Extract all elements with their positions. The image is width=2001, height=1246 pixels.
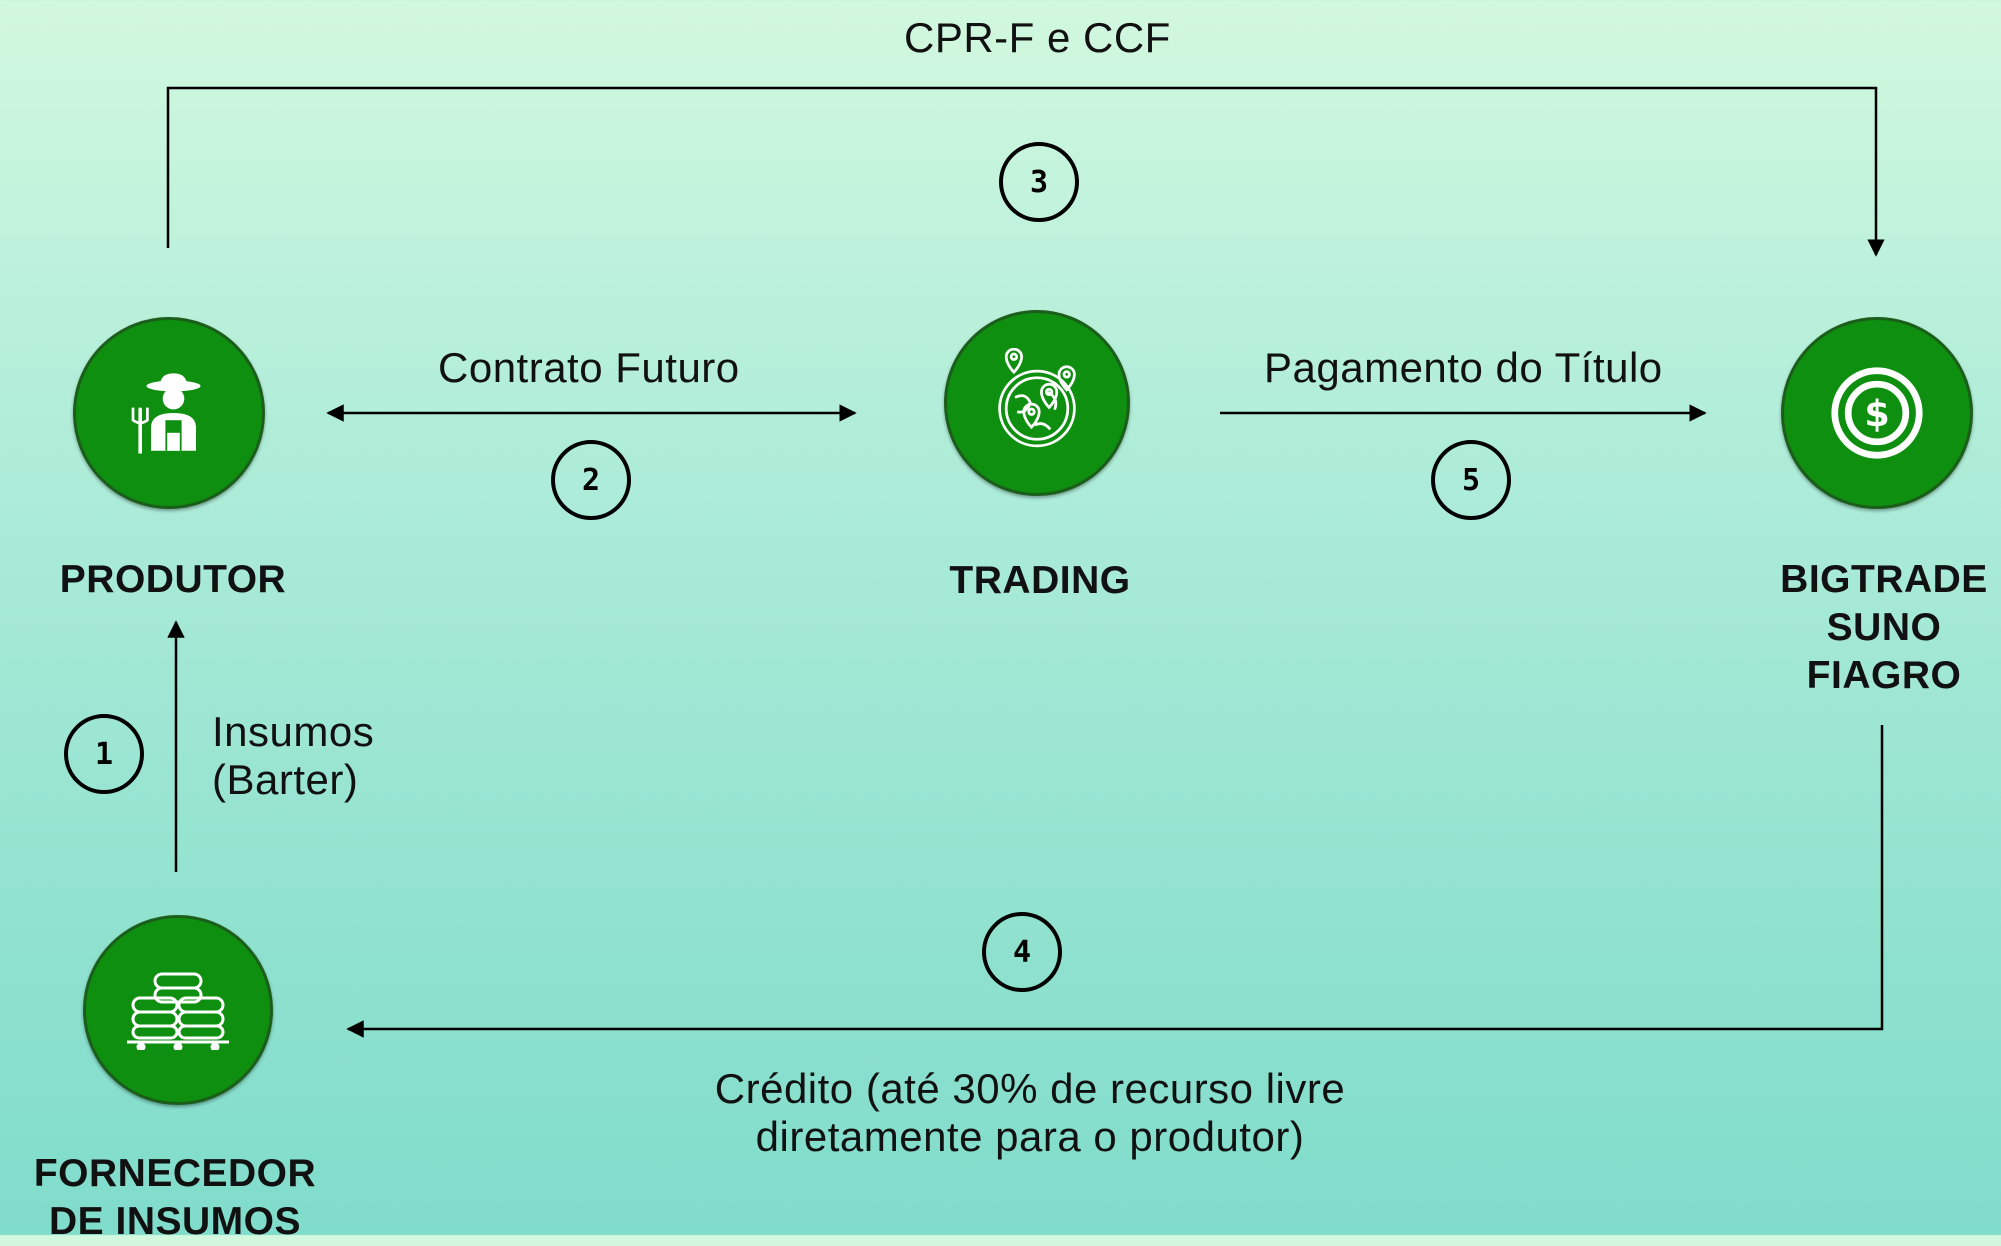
- fornecedor-title-line1: FORNECEDOR: [33, 1152, 317, 1195]
- dollar-coin-icon: $: [1831, 367, 1923, 459]
- produtor-title: PRODUTOR: [59, 558, 287, 601]
- step-5-badge: 5: [1431, 440, 1511, 520]
- contrato-label: Contrato Futuro: [438, 344, 740, 391]
- trading-node: [944, 310, 1130, 496]
- bigtrade-title-line1: BIGTRADE: [1780, 558, 1988, 601]
- step-1-badge: 1: [64, 714, 144, 794]
- credito-label-line2: diretamente para o produtor): [755, 1113, 1305, 1160]
- credito-label: Crédito (até 30% de recurso livre direta…: [610, 1065, 1450, 1161]
- cpr-label: CPR-F e CCF: [904, 14, 1171, 61]
- step-2-badge: 2: [551, 440, 631, 520]
- insumos-label-line1: Insumos: [212, 708, 375, 755]
- insumos-label-line2: (Barter): [212, 756, 359, 803]
- fornecedor-title: FORNECEDOR DE INSUMOS: [10, 1150, 340, 1246]
- cpr-arrow-line: [166, 86, 1885, 257]
- insumos-label: Insumos (Barter): [212, 708, 374, 804]
- stacked-sacks-icon: [127, 972, 229, 1050]
- fornecedor-title-line2: DE INSUMOS: [48, 1200, 302, 1243]
- credito-arrow-line: [346, 725, 1884, 1038]
- bigtrade-title: BIGTRADE SUNO FIAGRO: [1752, 556, 2001, 700]
- bigtrade-title-line3: FIAGRO: [1806, 654, 1962, 697]
- produtor-node: [73, 317, 265, 509]
- pagamento-label: Pagamento do Título: [1264, 344, 1663, 391]
- farmer-icon: [131, 373, 201, 454]
- step-3-badge: 3: [999, 142, 1079, 222]
- credito-label-line1: Crédito (até 30% de recurso livre: [714, 1065, 1346, 1112]
- bigtrade-node: $: [1781, 317, 1973, 509]
- step-4-badge: 4: [982, 912, 1062, 992]
- trading-title: TRADING: [949, 559, 1131, 602]
- bigtrade-title-line2: SUNO: [1826, 606, 1942, 649]
- svg-text:$: $: [1864, 392, 1889, 435]
- fornecedor-node: [83, 915, 273, 1105]
- globe-location-icon: [998, 348, 1076, 448]
